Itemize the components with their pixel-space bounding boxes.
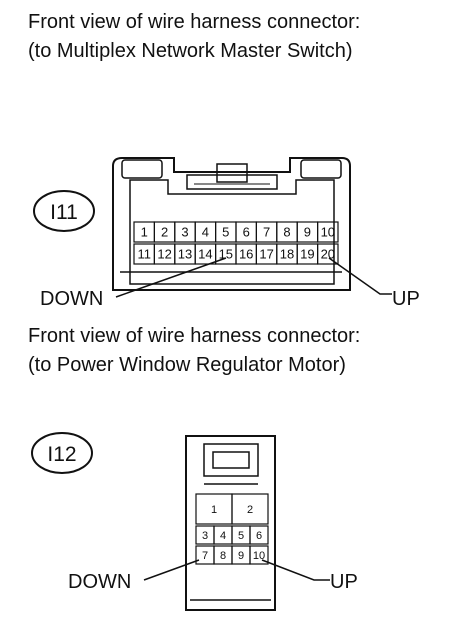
i12-terminal-10-cell (249, 545, 269, 565)
i11-terminal-5-number: 5 (222, 225, 229, 240)
i12-terminal-4-number: 4 (220, 530, 226, 542)
i12-terminal-5-number: 5 (238, 530, 244, 542)
connector-i11-down-label: DOWN (40, 288, 103, 310)
connector-i12-down-label: DOWN (68, 571, 131, 593)
i11-terminal-8-number: 8 (283, 225, 290, 240)
connector-i11-latch-outer (186, 174, 278, 190)
connector-i12-latch-inner (212, 451, 250, 469)
i11-terminal-10-cell (317, 221, 339, 243)
i11-terminal-20-cell (317, 243, 339, 265)
i11-terminal-6-number: 6 (243, 225, 250, 240)
connector-i12-down-leader (143, 559, 200, 581)
connector-i12-label: I12 (47, 443, 76, 466)
i11-terminal-12-number: 12 (157, 247, 171, 262)
i11-terminal-10-number: 10 (321, 225, 335, 240)
connector-i11-up-leader (328, 257, 392, 295)
connector-i11-right-lock (300, 159, 342, 179)
i12-terminal-7-number: 7 (202, 550, 208, 562)
caption-connector-i12-line1: Front view of wire harness connector: (28, 325, 361, 347)
i12-terminal-10-number: 10 (253, 550, 265, 562)
i11-terminal-4-number: 4 (202, 225, 209, 240)
connector-i11-latch-inner (216, 163, 248, 183)
connector-i12-housing (185, 435, 276, 611)
i11-terminal-11-number: 11 (137, 247, 151, 262)
i11-terminal-16-number: 16 (239, 247, 253, 262)
i11-terminal-14-number: 14 (198, 247, 212, 262)
connector-i11-inner-wall (129, 179, 335, 285)
connector-i11-left-lock (121, 159, 163, 179)
caption-connector-i11-line1: Front view of wire harness connector: (28, 11, 361, 33)
i11-terminal-15-number: 15 (219, 247, 233, 262)
i11-terminal-3-number: 3 (181, 225, 188, 240)
i11-terminal-7-number: 7 (263, 225, 270, 240)
i12-terminal-1-number: 1 (211, 504, 217, 516)
i12-terminal-3-number: 3 (202, 530, 208, 542)
i11-terminal-19-number: 19 (300, 247, 314, 262)
caption-connector-i11-line2: (to Multiplex Network Master Switch) (28, 40, 353, 62)
i12-terminal-6-cell (249, 525, 269, 545)
connector-i11-down-leader (115, 257, 227, 298)
i12-terminal-9-number: 9 (238, 550, 244, 562)
i11-terminal-17-number: 17 (259, 247, 273, 262)
i11-terminal-13-number: 13 (178, 247, 192, 262)
connector-i11-up-label: UP (392, 288, 420, 310)
i12-terminal-2-number: 2 (247, 504, 253, 516)
i11-terminal-18-number: 18 (280, 247, 294, 262)
caption-connector-i12-line2: (to Power Window Regulator Motor) (28, 354, 346, 376)
connector-i11-label-oval (33, 190, 95, 232)
i11-terminal-1-number: 1 (141, 225, 148, 240)
i11-terminal-2-number: 2 (161, 225, 168, 240)
connector-i11-label: I11 (50, 201, 78, 224)
connector-i11-housing (112, 157, 351, 291)
i12-terminal-6-number: 6 (256, 530, 262, 542)
connector-i12-up-label: UP (330, 571, 358, 593)
i11-terminal-9-number: 9 (304, 225, 311, 240)
i12-terminal-8-number: 8 (220, 550, 226, 562)
i12-terminal-2-cell (231, 493, 269, 525)
connector-i12-latch-housing (203, 443, 259, 477)
connector-i12-up-leader (261, 559, 330, 581)
i11-terminal-20-number: 20 (321, 247, 335, 262)
connector-i12-label-oval (31, 432, 93, 474)
